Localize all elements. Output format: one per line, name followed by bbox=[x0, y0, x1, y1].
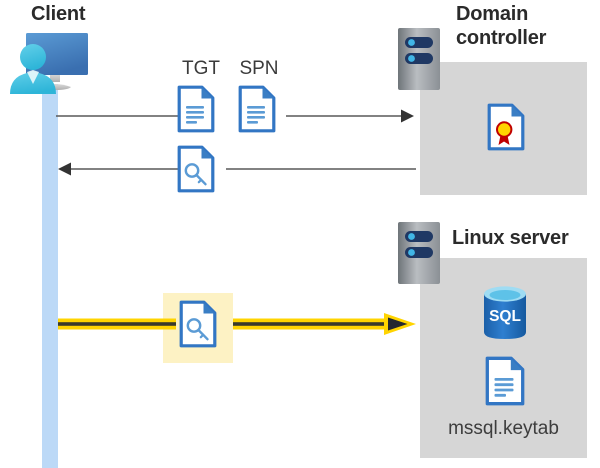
user-with-monitor-icon bbox=[6, 28, 102, 96]
sql-database-label: SQL bbox=[489, 308, 521, 325]
domain-controller-title: Domain controller bbox=[456, 2, 596, 50]
message-label-tgt: TGT bbox=[182, 58, 220, 79]
client-lifeline bbox=[42, 84, 58, 468]
server-rack-icon bbox=[398, 222, 440, 284]
message-arrow-request bbox=[56, 106, 416, 126]
message-arrow-keytab bbox=[58, 313, 418, 335]
text-document-icon bbox=[238, 85, 276, 133]
key-document-icon bbox=[177, 145, 215, 193]
keytab-file-label: mssql.keytab bbox=[448, 418, 559, 439]
linux-server-title: Linux server bbox=[452, 227, 569, 249]
text-document-icon bbox=[177, 85, 215, 133]
server-rack-icon bbox=[398, 28, 440, 90]
message-label-spn: SPN bbox=[239, 58, 279, 79]
client-title: Client bbox=[31, 3, 86, 25]
certificate-document-icon bbox=[487, 103, 525, 151]
text-document-icon bbox=[485, 356, 525, 406]
domain-controller-title-line2: controller bbox=[456, 27, 547, 49]
domain-controller-title-line1: Domain bbox=[456, 3, 529, 25]
message-arrow-response bbox=[56, 159, 416, 179]
sql-database-icon: SQL bbox=[481, 285, 529, 341]
key-document-icon bbox=[179, 300, 217, 348]
